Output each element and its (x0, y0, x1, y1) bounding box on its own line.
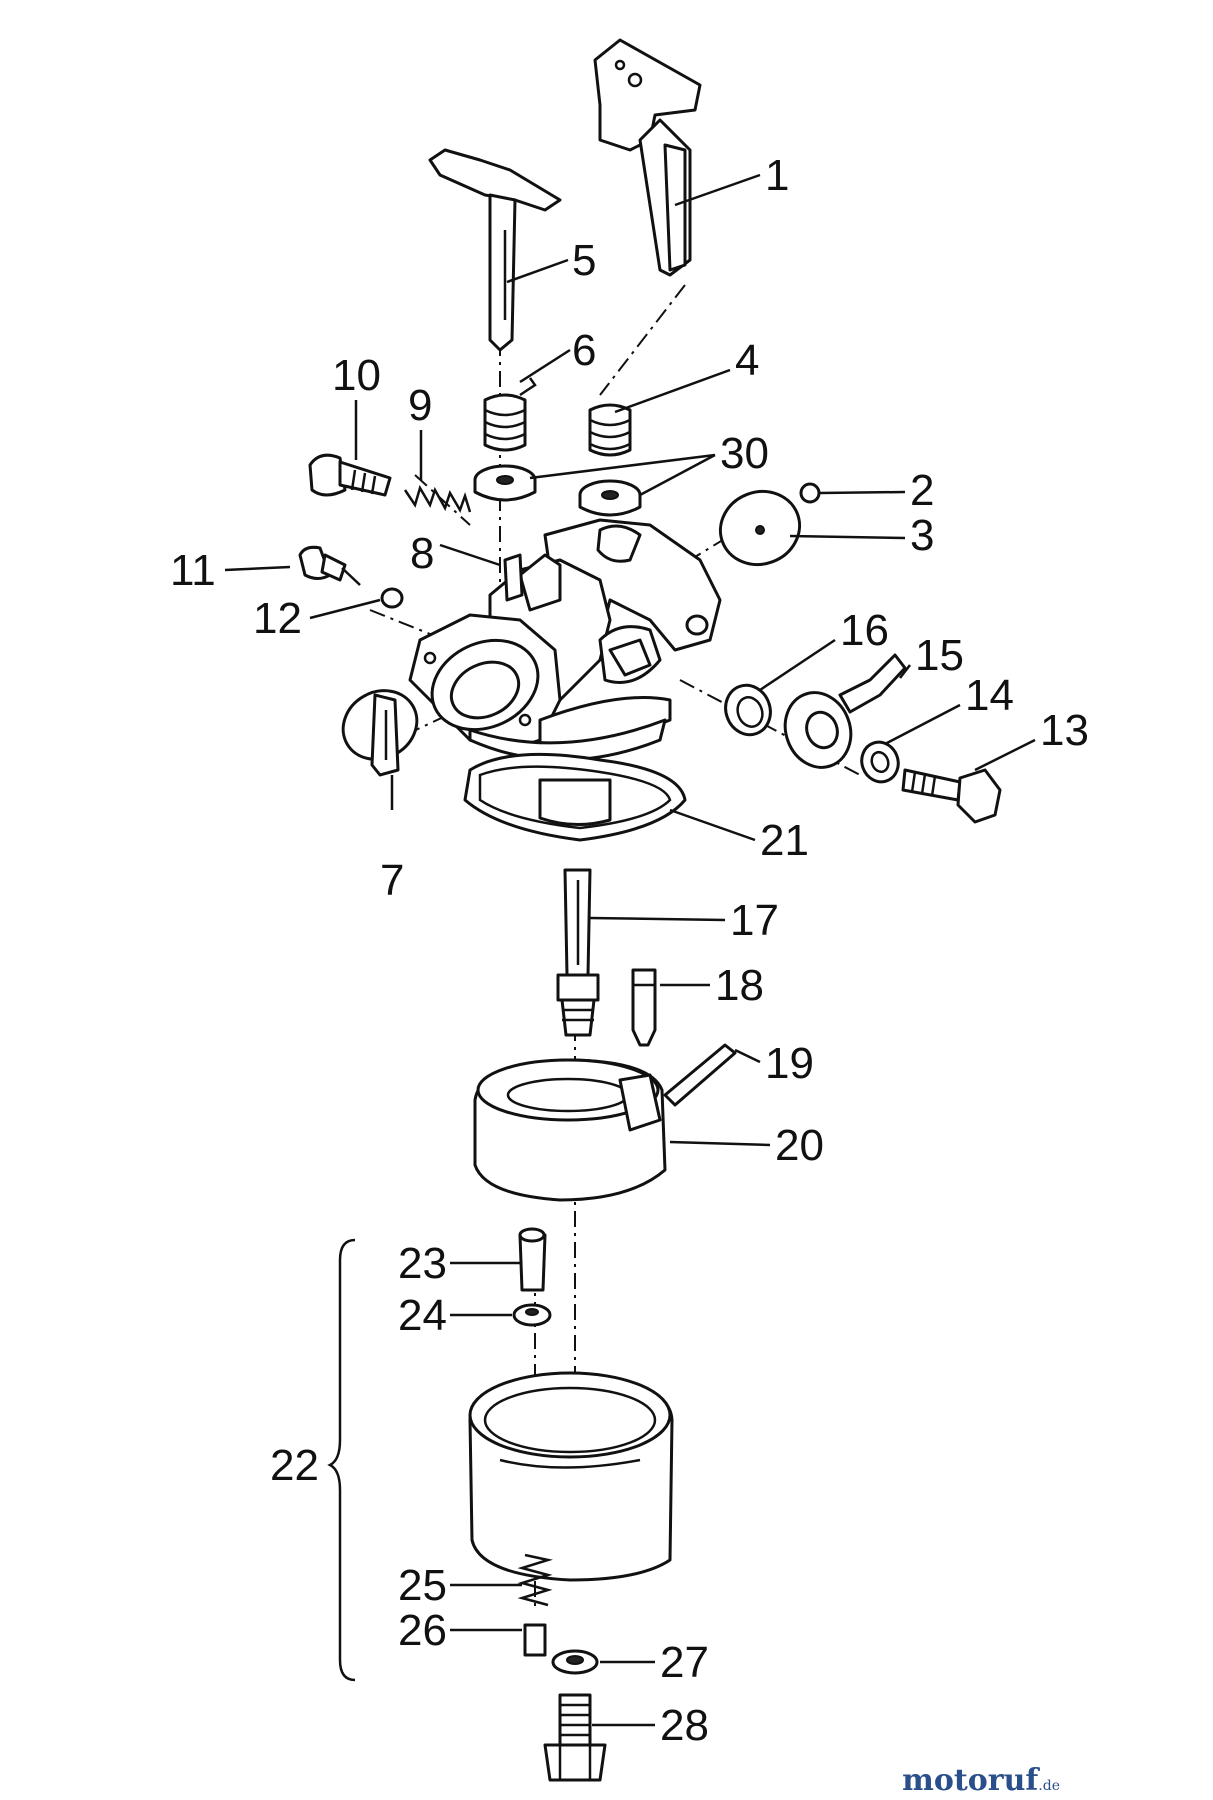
part-14-washer (860, 740, 900, 784)
callout-numbers: 1 2 3 4 5 6 7 8 9 10 11 12 13 14 15 16 1… (170, 151, 1089, 1750)
callout-14: 14 (965, 671, 1014, 720)
callout-4: 4 (735, 336, 759, 385)
part-6-choke-spring (483, 377, 537, 452)
part-4-throttle-spring (588, 403, 632, 457)
part-15-fuel-fitting (783, 653, 907, 769)
callout-23: 23 (398, 1239, 447, 1288)
part-22-group-bracket (327, 1238, 356, 1682)
callout-5: 5 (572, 236, 596, 285)
part-25-spring (517, 1553, 553, 1607)
watermark-tld: .de (1038, 1778, 1060, 1794)
callout-15: 15 (915, 631, 964, 680)
part-10-idle-screw (308, 453, 392, 497)
part-18-inlet-needle (631, 968, 657, 1047)
part-26-plug (523, 1623, 547, 1657)
part-19-float-pin (663, 1043, 737, 1107)
leader-lines (224, 173, 1036, 1727)
callout-2: 2 (910, 466, 934, 515)
callout-13: 13 (1040, 706, 1089, 755)
callout-28: 28 (660, 1701, 709, 1750)
callout-21: 21 (760, 816, 809, 865)
part-9-spring (403, 484, 472, 513)
callout-9: 9 (408, 381, 432, 430)
part-16-gasket (724, 683, 772, 737)
callout-22: 22 (270, 1441, 319, 1490)
part-1-throttle-shaft (593, 38, 702, 277)
callout-3: 3 (910, 511, 934, 560)
part-5-choke-shaft (428, 148, 562, 352)
part-20-float (473, 1058, 667, 1202)
callout-1: 1 (765, 151, 789, 200)
part-21-gasket (463, 752, 687, 842)
callout-10: 10 (332, 351, 381, 400)
part-30-seals (473, 464, 642, 517)
callout-18: 18 (715, 961, 764, 1010)
callout-30: 30 (720, 429, 769, 478)
part-7-choke-lever (341, 689, 419, 777)
part-12-o-ring (380, 587, 404, 609)
float-bowl (468, 1371, 674, 1582)
callout-11: 11 (170, 546, 216, 595)
callout-20: 20 (775, 1121, 824, 1170)
callout-19: 19 (765, 1039, 814, 1088)
callout-6: 6 (572, 326, 596, 375)
watermark: motoruf.de (902, 1763, 1060, 1798)
callout-25: 25 (398, 1561, 447, 1610)
callout-17: 17 (730, 896, 779, 945)
part-17-nozzle (556, 868, 600, 1037)
part-23-bolt (518, 1227, 547, 1292)
callout-16: 16 (840, 606, 889, 655)
callout-27: 27 (660, 1638, 709, 1687)
callout-24: 24 (398, 1291, 447, 1340)
callout-12: 12 (253, 594, 302, 643)
part-11-mixture-screw (298, 545, 361, 586)
part-24-washer (512, 1303, 552, 1327)
part-8-pin (503, 553, 524, 602)
callout-8: 8 (410, 529, 434, 578)
part-2-screw (799, 482, 821, 504)
watermark-brand: motoruf (902, 1763, 1040, 1798)
callout-26: 26 (398, 1606, 447, 1655)
carburetor-body (408, 518, 722, 762)
part-28-bowl-nut (543, 1693, 607, 1782)
part-13-bolt (901, 768, 1002, 824)
part-27-washer (551, 1649, 599, 1675)
callout-7: 7 (380, 856, 404, 905)
part-3-choke-plate (718, 490, 802, 566)
svg-text:motoruf.de: motoruf.de (902, 1763, 1060, 1798)
